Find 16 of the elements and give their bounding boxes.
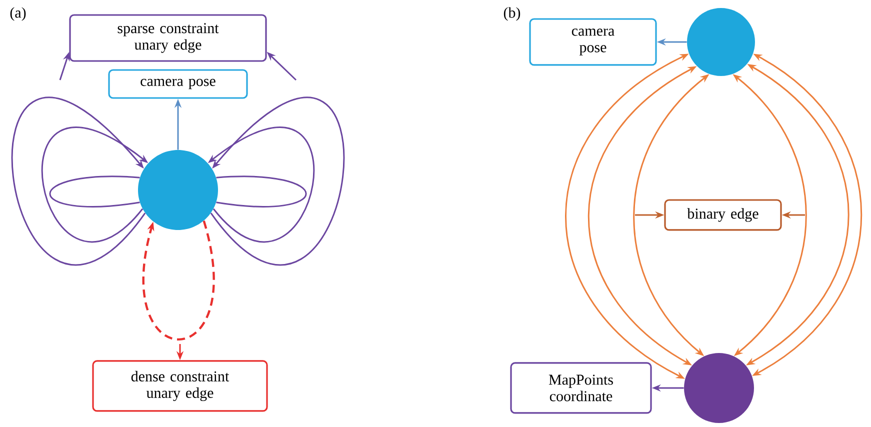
text-box: camera pose: [108, 69, 248, 99]
loop-arrow: [12, 98, 146, 266]
text-box: MapPoints coordinate: [510, 362, 652, 414]
panel-label: (a): [10, 7, 26, 21]
text-box: binary edge: [664, 199, 782, 231]
dashed-loop-arrow: [142, 220, 215, 340]
loop-line: [50, 176, 140, 208]
loop-arrow: [210, 98, 344, 266]
vertex-circle: [684, 352, 754, 423]
vertex-circle: [138, 150, 218, 230]
text-box: camera pose: [529, 18, 657, 66]
text-box: sparse constraint unary edge: [69, 14, 267, 62]
vertex-circle: [687, 8, 755, 76]
loop-line: [216, 176, 307, 208]
text-box: dense constraint unary edge: [92, 360, 268, 412]
panel-label: (b): [504, 7, 520, 21]
